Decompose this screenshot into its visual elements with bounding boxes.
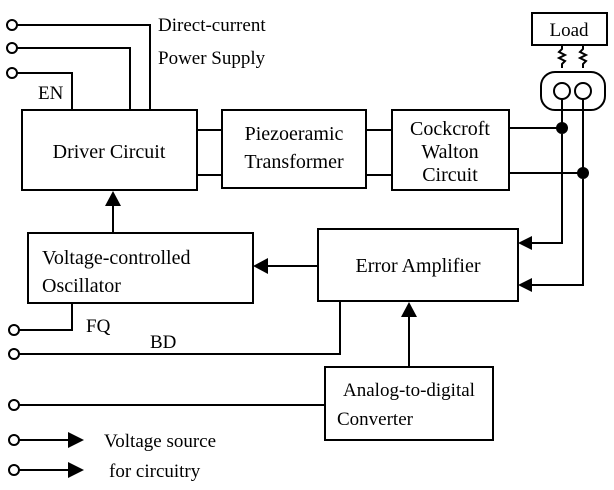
terminal-fq: [8, 324, 20, 336]
cockcroft-walton-block: [391, 109, 510, 191]
legend-label-line2: for circuitry: [109, 461, 201, 482]
legend-label-line1: Voltage source: [104, 431, 216, 452]
arrow-feedback-bottom: [518, 278, 532, 292]
legend-arrow-1: [68, 432, 84, 448]
load-block: [531, 12, 608, 46]
wire-en: [17, 72, 73, 110]
load-lead-right: [577, 45, 589, 68]
legend-terminal-1: [8, 434, 20, 446]
cw-label-line2: Walton: [421, 141, 478, 163]
wire-fq: [19, 303, 73, 331]
error-amp-label: Error Amplifier: [356, 255, 481, 277]
load-connector: [540, 71, 606, 111]
legend-terminal-2: [8, 464, 20, 476]
wire-feedback-top: [530, 134, 563, 244]
arrow-feedback-top: [518, 236, 532, 250]
terminal-dc-2: [6, 42, 18, 54]
connector-pin-right: [574, 82, 592, 100]
transformer-block: [221, 109, 367, 189]
wire-dc-2: [17, 47, 131, 110]
fq-label: FQ: [86, 316, 111, 337]
terminal-adc-in: [8, 399, 20, 411]
connector-pin-left: [553, 82, 571, 100]
vco-block: [27, 232, 254, 304]
bd-label: BD: [150, 332, 176, 353]
driver-circuit-label: Driver Circuit: [53, 141, 166, 163]
vco-label-line2: Oscillator: [42, 275, 121, 297]
en-label: EN: [38, 83, 64, 104]
error-amplifier-block: [317, 228, 519, 302]
arrow-vco-driver: [105, 191, 121, 206]
legend-arrow-2: [68, 462, 84, 478]
terminal-dc-1: [6, 19, 18, 31]
transformer-label-line1: Piezoeramic: [245, 123, 344, 145]
terminal-bd: [8, 348, 20, 360]
cw-label-line1: Cockcroft: [410, 118, 490, 140]
wire-bd: [19, 301, 341, 355]
dc-supply-label-line1: Direct-current: [158, 15, 266, 36]
load-lead-left: [556, 45, 568, 68]
driver-circuit-block: [21, 109, 198, 191]
cw-label-line3: Circuit: [422, 164, 478, 186]
wire-feedback-bottom: [530, 179, 584, 286]
legend-voltage-source: [8, 432, 84, 478]
transformer-label-line2: Transformer: [244, 151, 344, 173]
adc-label-line2: Converter: [337, 409, 414, 430]
terminal-en: [6, 67, 18, 79]
wire-dc-1: [17, 24, 151, 110]
dc-supply-terminals: [6, 19, 151, 110]
arrow-ea-vco: [253, 258, 268, 274]
dc-supply-label-line2: Power Supply: [158, 48, 266, 69]
load-label: Load: [549, 20, 589, 41]
adc-label-line1: Analog-to-digital: [343, 380, 475, 401]
arrow-adc-ea: [401, 302, 417, 317]
vco-label-line1: Voltage-controlled: [42, 247, 190, 269]
